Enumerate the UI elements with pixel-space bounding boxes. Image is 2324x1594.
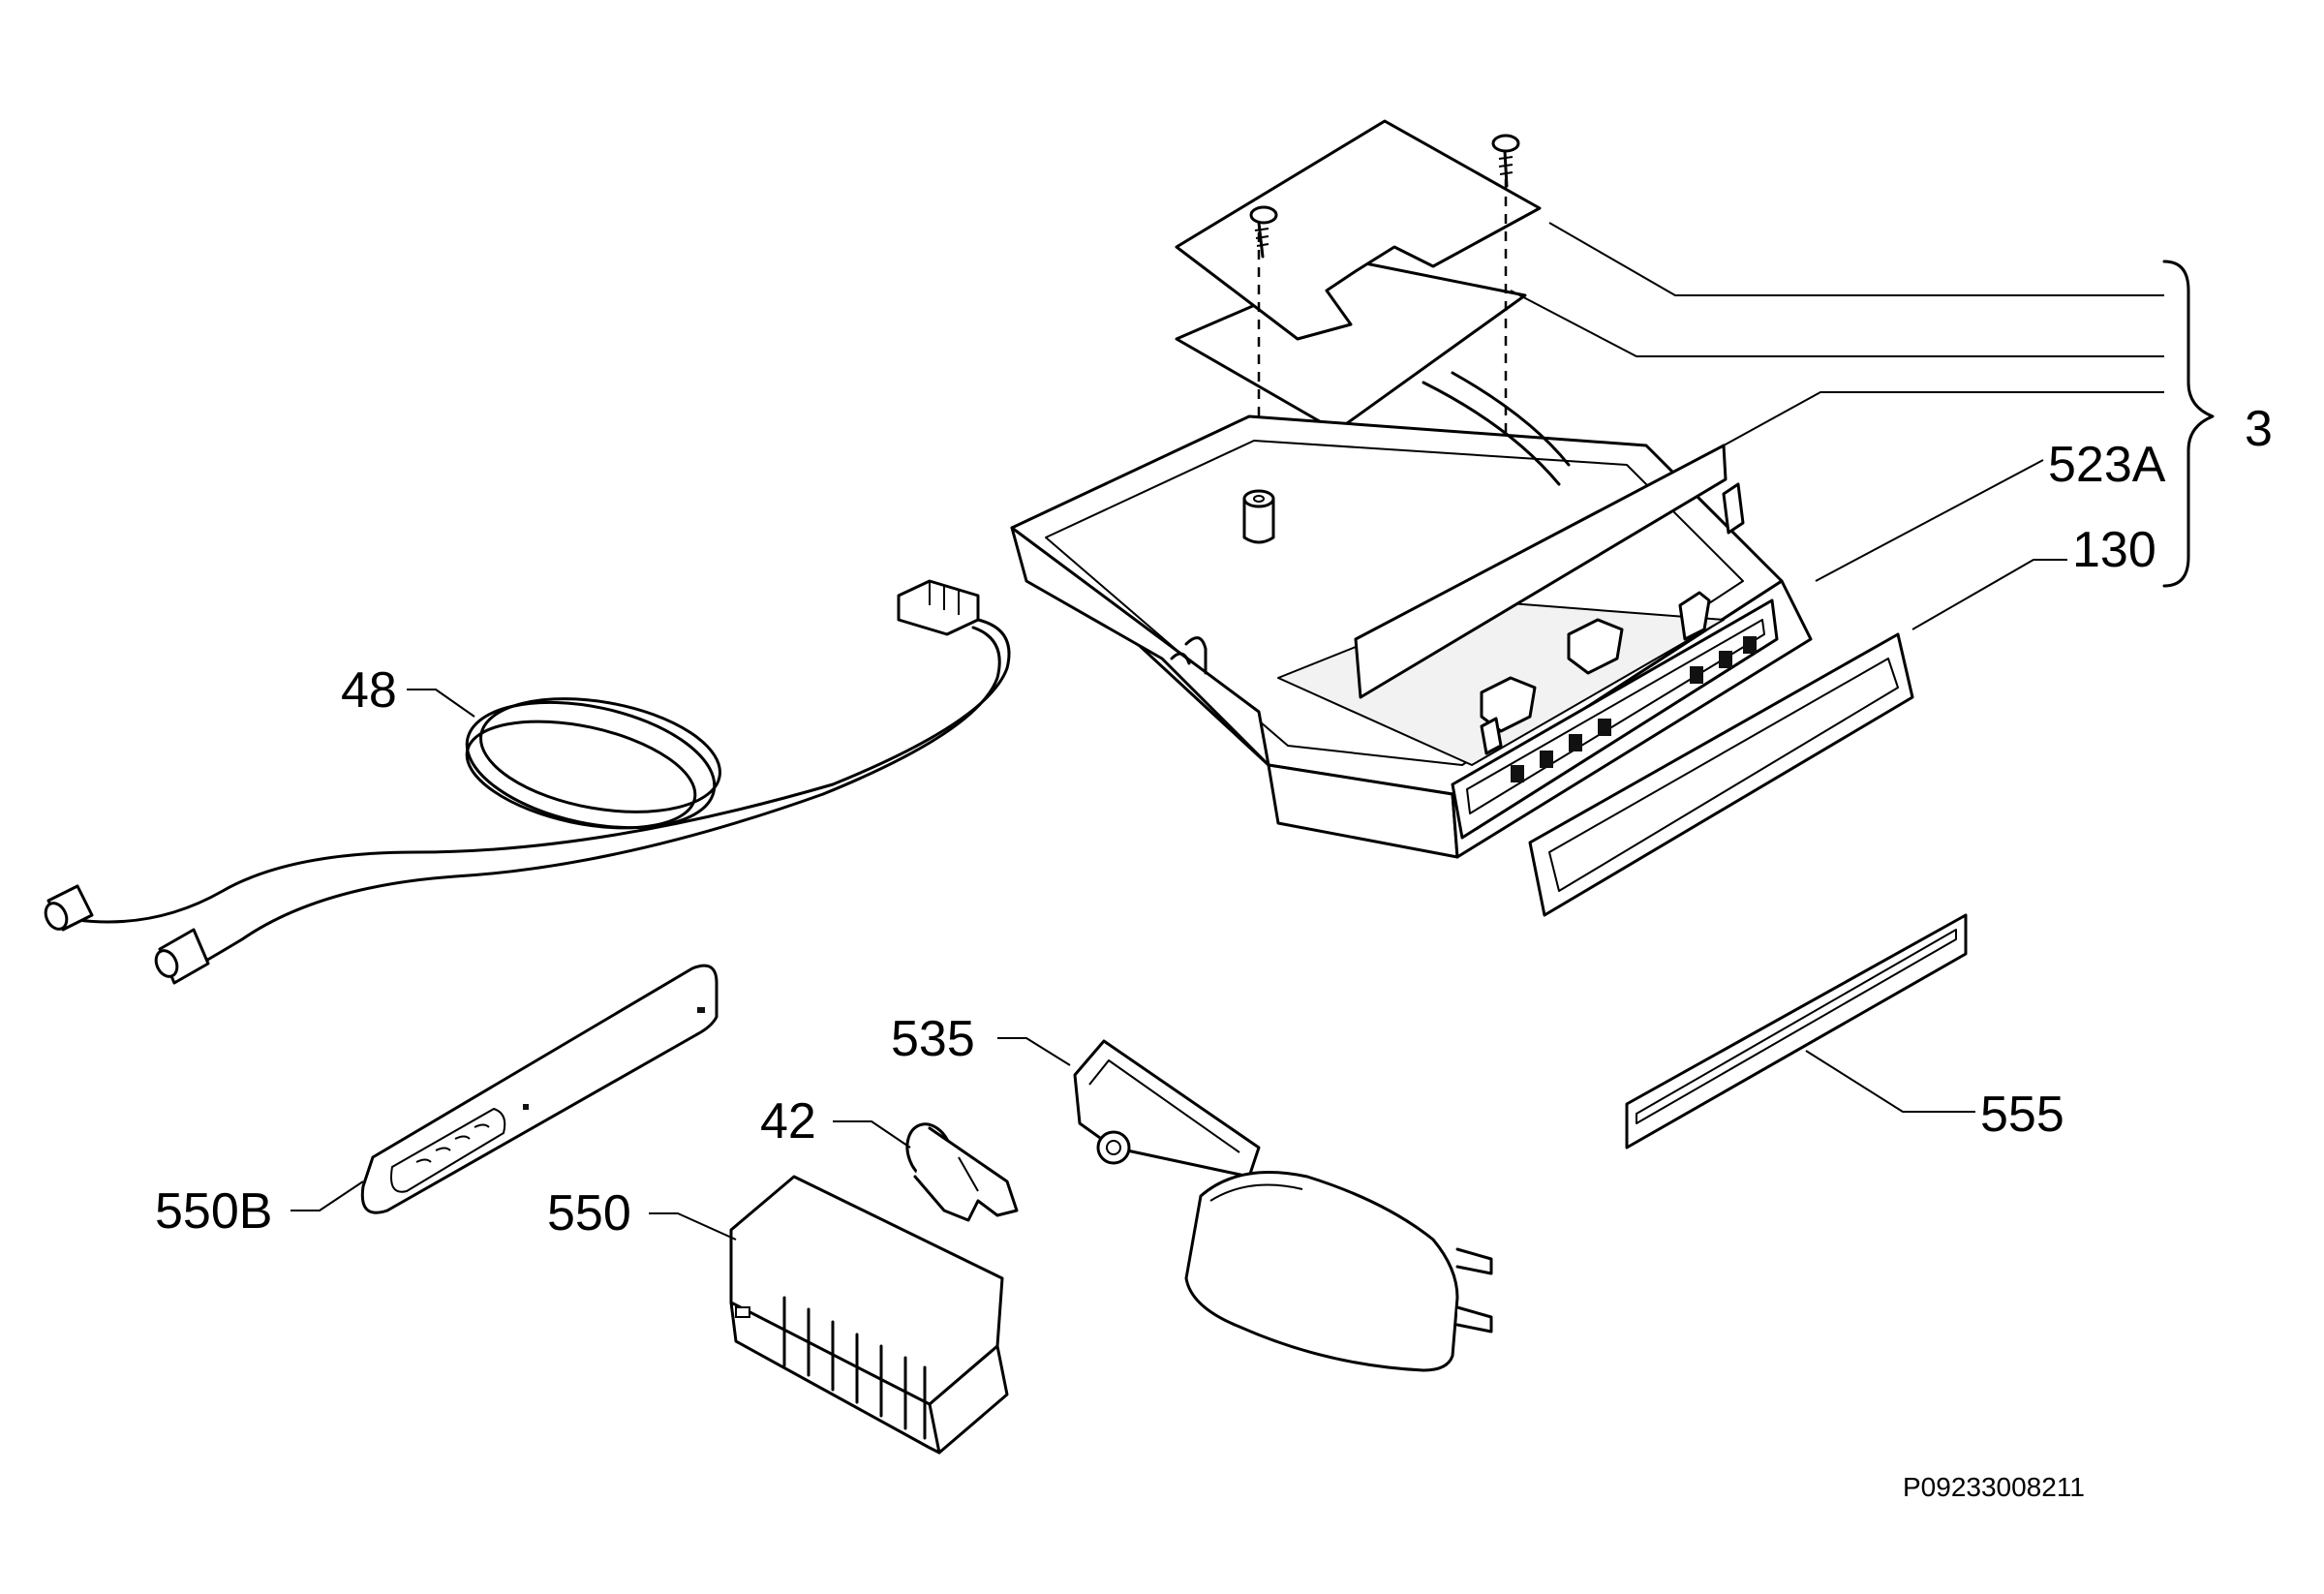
callout-555: 555 xyxy=(1980,1087,2064,1143)
sensor-holder-550B xyxy=(360,964,719,1214)
callout-523A: 523A xyxy=(2048,437,2166,493)
drawing-code: P09233008211 xyxy=(1903,1472,2085,1502)
sensor-probe-icon xyxy=(44,884,94,932)
panel-part-130 xyxy=(1528,632,1914,917)
callout-130: 130 xyxy=(2072,522,2156,578)
control-housing-tray xyxy=(1010,371,1813,859)
screw-icon xyxy=(1249,205,1278,259)
control-board-assembly xyxy=(1175,119,1542,504)
callout-42: 42 xyxy=(760,1093,816,1150)
callout-550: 550 xyxy=(547,1185,631,1241)
small-part-42 xyxy=(905,1122,1019,1222)
sensor-cable-harness xyxy=(44,579,1011,985)
sensor-probe-icon xyxy=(154,928,210,985)
callout-48: 48 xyxy=(341,662,397,719)
callout-535: 535 xyxy=(891,1011,975,1067)
leader-lines xyxy=(290,222,2215,1241)
callout-3: 3 xyxy=(2245,401,2273,457)
screw-icon xyxy=(1491,134,1520,188)
strip-part-555 xyxy=(1625,913,1968,1150)
cover-part-550 xyxy=(729,1175,1009,1455)
callout-550B: 550B xyxy=(155,1183,272,1240)
cap-part-535 xyxy=(1073,1039,1493,1372)
standoff-post xyxy=(1242,489,1275,544)
